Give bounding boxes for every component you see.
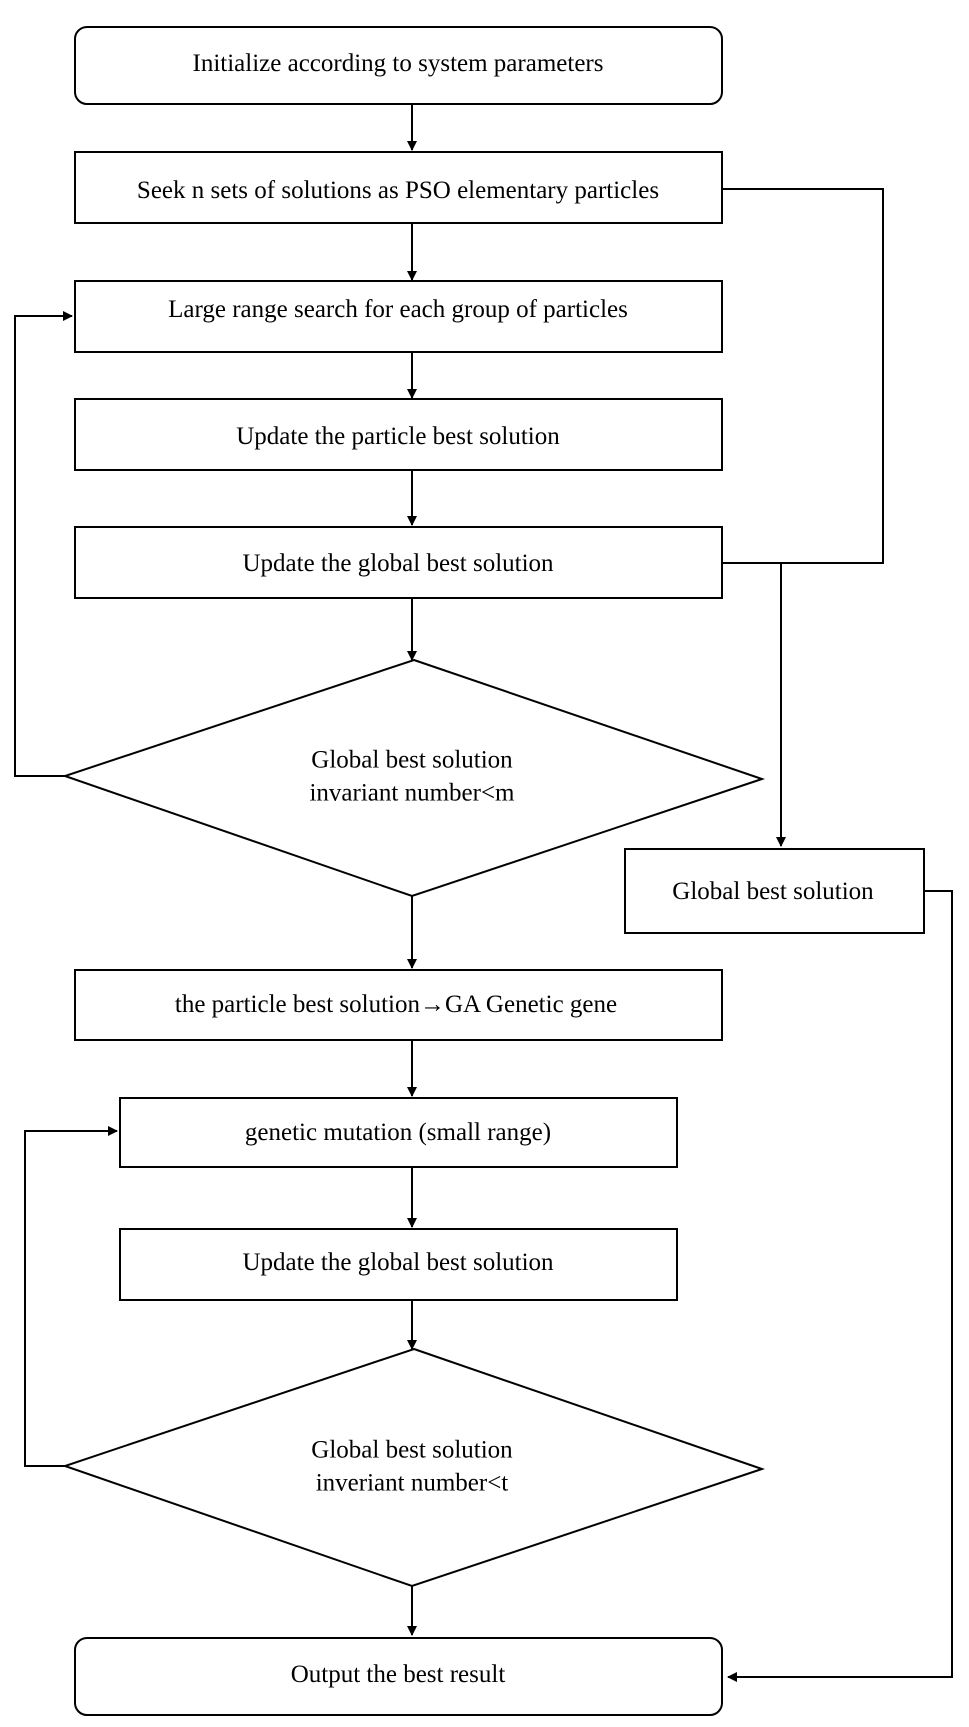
seek-label: Seek n sets of solutions as PSO elementa… [137,177,659,204]
update-global-label-1: Update the global best solution [242,550,554,577]
label-line: Global best solution [311,1436,513,1463]
label-line: Update the global best solution [242,1249,554,1276]
seek-node: Seek n sets of solutions as PSO elementa… [74,151,723,224]
edge-decision-m-loop [14,311,73,777]
decision-t-node: Global best solution inveriant number<t [61,1347,766,1588]
edge-seek-right-bracket [723,188,884,564]
decision-m-label: Global best solution invariant number<m [309,746,515,806]
particle-to-ga-label: the particle best solution→GA Genetic ge… [175,991,617,1018]
mutation-label: genetic mutation (small range) [245,1119,551,1146]
update-global-node-1: Update the global best solution [74,526,723,599]
edge-decision-t-loop [24,1126,118,1467]
label-line: Initialize according to system parameter… [193,50,604,77]
label-line: Update the particle best solution [236,423,560,450]
particle-to-ga-node: the particle best solution→GA Genetic ge… [74,969,723,1041]
label-line: invariant number<m [309,779,515,806]
init-node: Initialize according to system parameter… [74,26,723,105]
large-search-node: Large range search for each group of par… [74,280,723,353]
global-best-label: Global best solution [672,878,874,905]
label-line: Output the best result [291,1661,506,1688]
decision-m-node: Global best solution invariant number<m [61,658,766,898]
init-label: Initialize according to system parameter… [193,50,604,77]
label-line: Global best solution [311,746,513,773]
label-line: inveriant number<t [316,1469,509,1496]
decision-t-label: Global best solution inveriant number<t [311,1436,513,1496]
output-node: Output the best result [74,1637,723,1716]
update-particle-node: Update the particle best solution [74,398,723,471]
label-line: Large range search for each group of par… [168,296,628,323]
large-search-label: Large range search for each group of par… [168,296,628,323]
global-best-node: Global best solution [624,848,925,934]
label-line: Update the global best solution [242,550,554,577]
output-label: Output the best result [291,1661,506,1688]
label-line: Global best solution [672,878,874,905]
update-global-node-2: Update the global best solution [119,1228,678,1301]
update-global-label-2: Update the global best solution [242,1249,554,1276]
mutation-node: genetic mutation (small range) [119,1097,678,1168]
edges [14,104,953,1682]
update-particle-label: Update the particle best solution [236,423,560,450]
label-line: the particle best solution→GA Genetic ge… [175,991,617,1018]
edge-global-best-to-output [727,890,953,1682]
label-line: Seek n sets of solutions as PSO elementa… [137,177,659,204]
label-line: genetic mutation (small range) [245,1119,551,1146]
